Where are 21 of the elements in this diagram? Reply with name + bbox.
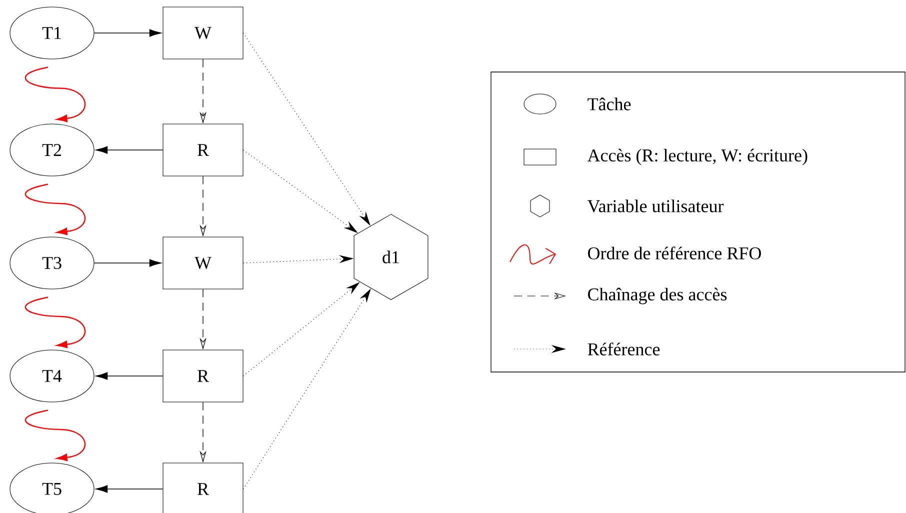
access-box: R (162, 350, 244, 402)
order-arrow (24, 66, 86, 122)
access-box: R (162, 124, 244, 176)
legend-label: Chaînage des accès (588, 288, 727, 304)
arrow (94, 259, 162, 267)
arrow (96, 146, 164, 154)
order-arrow (25, 184, 86, 236)
legend-label: Tâche (588, 98, 631, 110)
access-box: W (162, 6, 244, 60)
legend-label: Variable utilisateur (587, 200, 724, 212)
arrow (96, 372, 164, 380)
legend-label: Ordre de référence RFO (588, 246, 761, 260)
access-box: R (162, 462, 244, 513)
arrow (96, 485, 164, 493)
arrow (94, 29, 162, 37)
variable-hexagon: d1 (354, 214, 428, 300)
order-arrow (25, 296, 86, 348)
legend-label: Accès (R: lecture, W: écriture) (587, 148, 808, 166)
legend-label: Référence (588, 342, 660, 356)
access-box: W (162, 236, 244, 290)
order-arrow (25, 410, 86, 462)
